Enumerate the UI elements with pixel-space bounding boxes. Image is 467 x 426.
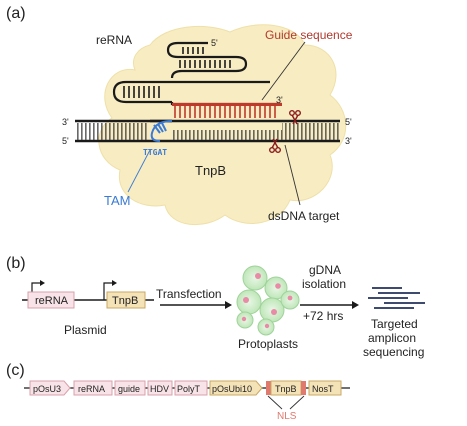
gene-label-tnpb: TnpB (112, 295, 138, 307)
tam-sequence: TTGAT (143, 148, 167, 157)
transfection-label: Transfection (156, 287, 222, 301)
element-label-rerna: reRNA (78, 384, 105, 394)
panel-a-label: (a) (6, 5, 26, 22)
tam-label: TAM (104, 193, 130, 208)
element-label-posubi10: pOsUbi10 (212, 384, 252, 394)
tam-leader-line (127, 149, 151, 193)
dna-rungs-middle (172, 130, 282, 140)
gene-label-rerna: reRNA (35, 295, 69, 307)
sequencing-line1: Targeted (371, 317, 418, 331)
nls-label: NLS (277, 411, 297, 422)
element-rerna (73, 380, 113, 396)
guide-leader-line (261, 41, 306, 101)
rerna-label: reRNA (96, 33, 132, 47)
promoter-arrow-icon (103, 282, 112, 300)
element-nost (308, 380, 342, 396)
promoter-arrowhead (40, 280, 45, 286)
rerna-rungs (123, 47, 231, 98)
gdna-label: gDNA (309, 263, 341, 277)
tnpb-protein-blob (98, 24, 347, 226)
tnpb-label: TnpB (195, 163, 226, 178)
element-guide (114, 380, 146, 396)
element-polyt (174, 380, 208, 396)
element-posubi10 (209, 380, 263, 396)
five-prime-top: 5' (211, 38, 218, 48)
arrowhead (352, 301, 359, 309)
dna-label-top-left: 3' (62, 117, 69, 127)
sequencing-line2: amplicon (368, 331, 416, 345)
sequencing-reads-icon (368, 287, 425, 309)
dna-label-bottom-right: 3' (345, 136, 352, 146)
gene-box-tnpb (106, 291, 146, 309)
element-label-guide: guide (118, 384, 140, 394)
guide-sequence (172, 103, 282, 106)
dna-rungs-right (282, 123, 340, 140)
gene-box-rerna (27, 291, 75, 309)
guide-sequence-label: Guide sequence (265, 28, 353, 42)
protoplasts-label: Protoplasts (238, 337, 298, 351)
target-leader-line (284, 144, 301, 206)
protoplast-nuclei (241, 273, 293, 329)
arrowhead (225, 301, 232, 309)
plasmid-label: Plasmid (64, 323, 107, 337)
element-label-polyt: PolyT (177, 384, 201, 394)
element-label-posu3: pOsU3 (33, 384, 61, 394)
tam-region (150, 120, 173, 142)
promoter-arrowhead (112, 280, 117, 286)
dsdna-target-label: dsDNA target (268, 209, 340, 223)
rerna-structure (112, 41, 270, 104)
element-posu3 (29, 380, 71, 396)
panel-c-label: (c) (6, 362, 25, 379)
dna-label-top-right: 5' (345, 117, 352, 127)
element-label-hdv: HDV (150, 384, 169, 394)
dna-label-bottom-left: 5' (62, 136, 69, 146)
nls-pointer (267, 395, 305, 410)
guide-rungs (174, 106, 276, 118)
scissors-icon (269, 138, 282, 153)
scissors-icon (289, 109, 302, 125)
element-label-nost: NosT (312, 384, 334, 394)
dna-rungs-left (76, 123, 148, 140)
time-label: +72 hrs (303, 309, 343, 323)
panel-b-label: (b) (6, 255, 26, 272)
nls-left (266, 381, 271, 395)
three-prime-rna: 3' (276, 95, 283, 105)
isolation-label: isolation (302, 277, 346, 291)
nls-right (301, 381, 306, 395)
element-label-tnpb: TnpB (275, 384, 297, 394)
element-hdv (147, 380, 173, 396)
sequencing-line3: sequencing (363, 345, 424, 359)
